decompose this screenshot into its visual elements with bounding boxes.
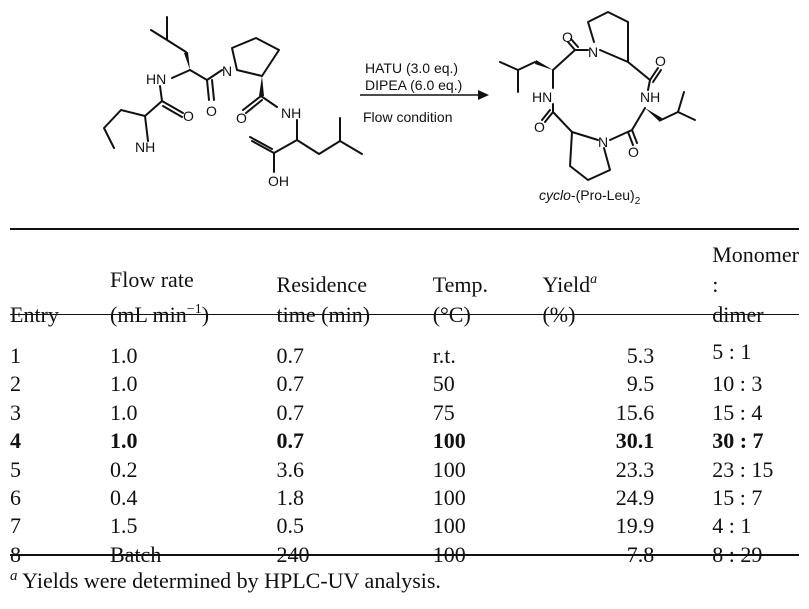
cell-flow-rate: 1.0 <box>110 399 138 425</box>
sm-carbonyl-o-2: O <box>206 103 217 119</box>
sm-hn-label: HN <box>146 71 166 87</box>
cell-temp: r.t. <box>432 343 456 368</box>
cell-yield: 5.3 <box>626 343 655 368</box>
table-body: 1 1.0 0.7 r.t. 5.3 5 : 1 2 1.0 0.7 50 9.5 10 : 3 3 1.… <box>10 334 799 569</box>
cell-yield: 15.6 <box>615 399 655 425</box>
reaction-arrow <box>360 90 489 100</box>
cell-residence: 0.7 <box>276 343 305 368</box>
reaction-scheme: HN NH N NH O O O OH HATU (3.0 eq.) DIPEA… <box>103 11 696 207</box>
cell-ratio: 10 : 3 <box>712 371 763 397</box>
sm-carbonyl-o-3: O <box>236 110 247 126</box>
cyclic-peptide-structure <box>499 11 696 181</box>
cell-yield: 24.9 <box>615 485 655 511</box>
table-top-rule <box>10 228 799 230</box>
header-monomer-dimer: Monomer :dimer <box>712 242 799 327</box>
table-row: 1 1.0 0.7 r.t. 5.3 5 : 1 <box>10 334 799 370</box>
cell-entry: 7 <box>10 513 21 539</box>
table-footnote: a Yields were determined by HPLC-UV anal… <box>10 568 441 593</box>
sm-carbonyl-o-1: O <box>183 108 194 124</box>
cell-ratio: 23 : 15 <box>712 456 774 482</box>
product-nh-label: NH <box>640 89 660 105</box>
header-entry: Entry <box>10 302 59 327</box>
cell-flow-rate: 1.0 <box>110 428 138 454</box>
table-header-row: Entry Flow rate(mL min−1) Residencetime … <box>10 240 799 334</box>
sm-pro-nh-label: NH <box>135 139 155 155</box>
cell-temp: 100 <box>432 456 466 482</box>
table-header-rule <box>10 314 799 315</box>
table-row: 5 0.2 3.6 100 23.3 23 : 15 <box>10 456 799 484</box>
product-o-1: O <box>562 29 573 45</box>
cell-residence: 0.5 <box>276 513 305 539</box>
cell-temp: 100 <box>432 428 466 454</box>
cell-residence: 3.6 <box>276 456 305 482</box>
linear-peptide-structure <box>103 16 363 173</box>
table-row: 7 1.5 0.5 100 19.9 4 : 1 <box>10 512 799 540</box>
cell-flow-rate: 0.2 <box>110 456 138 482</box>
reaction-condition: Flow condition <box>363 109 453 125</box>
cell-yield: 19.9 <box>615 513 655 539</box>
product-n-top: N <box>588 44 598 60</box>
cell-flow-rate: 0.4 <box>110 485 138 511</box>
table-row: 6 0.4 1.8 100 24.9 15 : 7 <box>10 484 799 512</box>
header-yield: Yielda(%) <box>542 272 598 327</box>
cell-entry: 4 <box>10 428 21 454</box>
product-o-3: O <box>628 144 639 160</box>
cell-residence: 1.8 <box>276 485 305 511</box>
table-row: 3 1.0 0.7 75 15.6 15 : 4 <box>10 399 799 427</box>
cell-ratio: 5 : 1 <box>712 339 752 364</box>
cell-ratio: 4 : 1 <box>712 513 752 539</box>
cell-ratio: 30 : 7 <box>712 428 764 454</box>
results-table: Entry Flow rate(mL min−1) Residencetime … <box>10 240 799 569</box>
product-o-4: O <box>534 119 545 135</box>
cell-residence: 0.7 <box>276 399 305 425</box>
table-row: 2 1.0 0.7 50 9.5 10 : 3 <box>10 370 799 398</box>
product-hn-label: HN <box>532 89 552 105</box>
cell-entry: 3 <box>10 399 21 425</box>
reagent-hatu: HATU (3.0 eq.) <box>365 60 458 76</box>
cell-temp: 75 <box>432 399 455 425</box>
table-row: 4 1.0 0.7 100 30.1 30 : 7 <box>10 427 799 455</box>
cell-yield: 30.1 <box>615 428 655 454</box>
sm-pro-n-label: N <box>222 63 232 79</box>
cell-flow-rate: 1.5 <box>110 513 138 539</box>
cell-entry: 1 <box>10 343 21 368</box>
cell-residence: 0.7 <box>276 428 305 454</box>
cell-entry: 2 <box>10 371 21 397</box>
sm-amide-nh-label: NH <box>281 105 301 121</box>
table-bottom-rule <box>10 554 799 556</box>
cell-yield: 23.3 <box>615 456 655 482</box>
cell-entry: 5 <box>10 456 21 482</box>
header-flow-rate: Flow rate(mL min−1) <box>110 267 209 327</box>
product-o-2: O <box>655 53 666 69</box>
cell-flow-rate: 1.0 <box>110 371 138 397</box>
cell-yield: 9.5 <box>626 371 655 397</box>
cell-flow-rate: 1.0 <box>110 343 138 368</box>
cell-temp: 100 <box>432 513 466 539</box>
cell-ratio: 15 : 7 <box>712 485 763 511</box>
product-name: cyclo-(Pro-Leu)2 <box>539 187 641 207</box>
cell-residence: 0.7 <box>276 371 305 397</box>
cell-ratio: 15 : 4 <box>712 399 763 425</box>
sm-oh-label: OH <box>268 173 289 189</box>
product-n-bottom: N <box>598 134 608 150</box>
reagent-dipea: DIPEA (6.0 eq.) <box>365 77 462 93</box>
cell-entry: 6 <box>10 485 21 511</box>
cell-temp: 100 <box>432 485 466 511</box>
header-temperature: Temp.(°C) <box>432 272 488 327</box>
cell-temp: 50 <box>432 371 455 397</box>
